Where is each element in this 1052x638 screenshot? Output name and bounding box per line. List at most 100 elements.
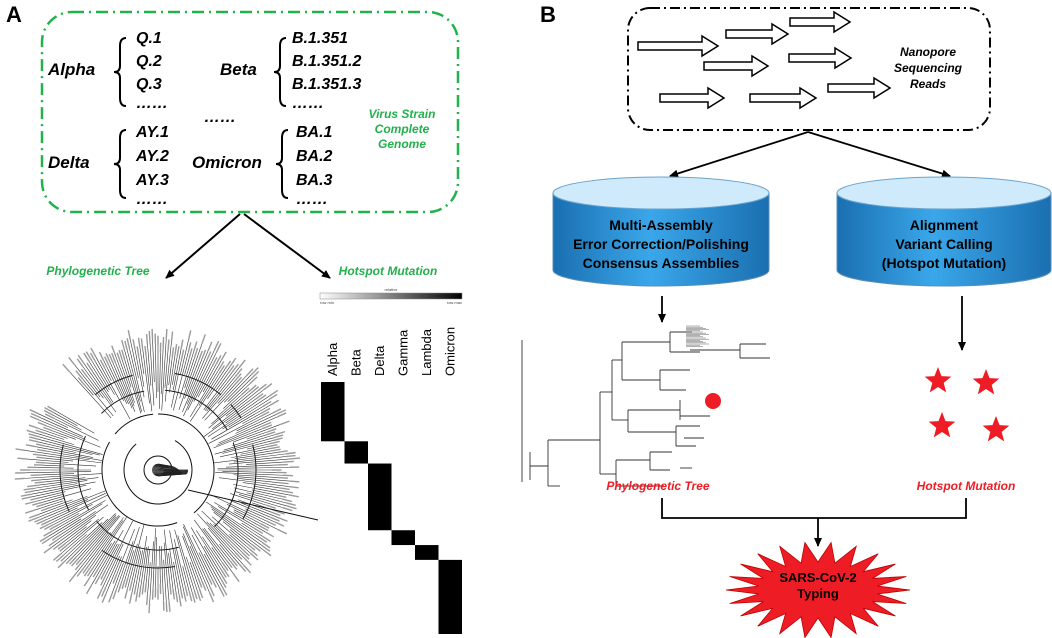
tree-leaf-label [121,339,126,350]
tree-leaf [135,550,144,585]
tree-leaf [149,541,154,604]
tree-leaf-label [117,582,122,593]
tree-leaf-label [225,559,233,569]
tree-leaf-label [15,448,26,452]
tree-leaf [76,514,117,558]
delta-sub-1: AY.1 [135,124,169,141]
tree-leaf-label [252,544,261,552]
tree-leaf [95,356,131,420]
tree-leaf-label [196,591,202,602]
tree-leaf-label [249,548,258,557]
tree-leaf [52,430,76,440]
tree-leaf [35,446,94,458]
tree-leaf-label [261,421,272,427]
tree-leaf [174,549,185,592]
tree-leaf-label [32,501,43,506]
tree-leaf [215,373,229,391]
tree-leaf [189,369,219,418]
tree-leaf-label [29,436,40,441]
tree-leaf [45,462,97,467]
tree-leaf-label [265,431,276,436]
tree-leaf-label [75,370,83,379]
tree-leaf-label [121,349,126,360]
tree-leaf-label [60,553,69,562]
tree-leaf-label [259,411,270,418]
tree-leaf-label [251,370,260,379]
sequencing-read-arrow [725,22,790,46]
tree-leaf [160,546,164,601]
sequencing-read-arrow [788,46,853,70]
tree-leaf-label [234,376,243,386]
tree-leaf-label [68,356,76,366]
tree-center-branch [162,465,165,468]
tree-leaf-label [94,574,101,585]
tree-leaf [210,494,267,522]
hotspot-label-b: Hotspot Mutation [917,479,1016,493]
tree-leaf [38,428,68,439]
tree-arc [123,440,193,505]
tree-leaf [202,360,222,393]
tree-leaf [101,543,124,590]
tree-leaf-label [207,575,213,585]
tree-leaf [103,360,124,402]
tree-leaf [145,549,150,583]
tree-leaf-label [270,511,281,517]
heatmap-block [321,382,345,442]
tree-leaf [89,543,112,578]
tree-leaf-label [193,589,198,600]
nanopore-reads-box [627,7,991,131]
tree-leaf-label [44,406,54,414]
tree-leaf [30,481,96,495]
tree-leaf [48,494,108,525]
tree-leaf [217,394,242,417]
panel-b-letter: B [540,2,556,27]
tree-leaf-label [111,352,117,363]
tree-leaf [84,384,94,396]
tree-leaf-label [183,591,187,602]
tree-leaf [237,476,290,482]
tree-leaf-label [132,339,136,350]
tree-label-a: Phylogenetic Tree [46,264,149,278]
tree-leaf-label [201,334,206,344]
tree-leaf-label [69,556,77,565]
tree-leaf-label [278,476,289,479]
tree-leaf-label [238,563,247,573]
tree-leaf [129,347,145,413]
tree-leaf-label [218,364,226,375]
tree-leaf-label [276,494,287,498]
tree-leaf-label [112,589,117,600]
tree-leaf [45,445,77,453]
tree-leaf [164,341,172,402]
tree-leaf [208,416,261,444]
tree-leaf [226,503,278,530]
beta-bracket [273,37,287,107]
tree-leaf [203,399,256,438]
tree-leaf [208,392,252,429]
tree-leaf [197,363,217,398]
tree-leaf [105,555,120,588]
tree-leaf-label [99,359,106,369]
reads-label-line-1: Nanopore [900,45,956,59]
tree-leaf [235,491,287,507]
tree-leaf [172,351,189,411]
tree-leaf [47,425,101,448]
tree-leaf-label [283,490,294,494]
tree-leaf [214,437,274,455]
tree-leaf-label [193,347,199,358]
tree-leaf-label [180,339,184,350]
tree-leaf-label [144,582,147,593]
tree-leaf [245,508,275,523]
tree-leaf [223,383,251,409]
tree-leaf-label [100,576,106,586]
tree-leaf [116,528,135,575]
tree-leaf [50,518,82,539]
tree-leaf-label [144,345,147,356]
tree-leaf-label [165,602,168,613]
tree-leaf [91,529,124,586]
tree-leaf-label [127,329,132,341]
tree-leaf [237,478,279,483]
tree-leaf [182,535,199,579]
tree-leaf-label [180,349,185,360]
tree-arc [114,413,154,435]
tree-leaf [56,410,95,434]
